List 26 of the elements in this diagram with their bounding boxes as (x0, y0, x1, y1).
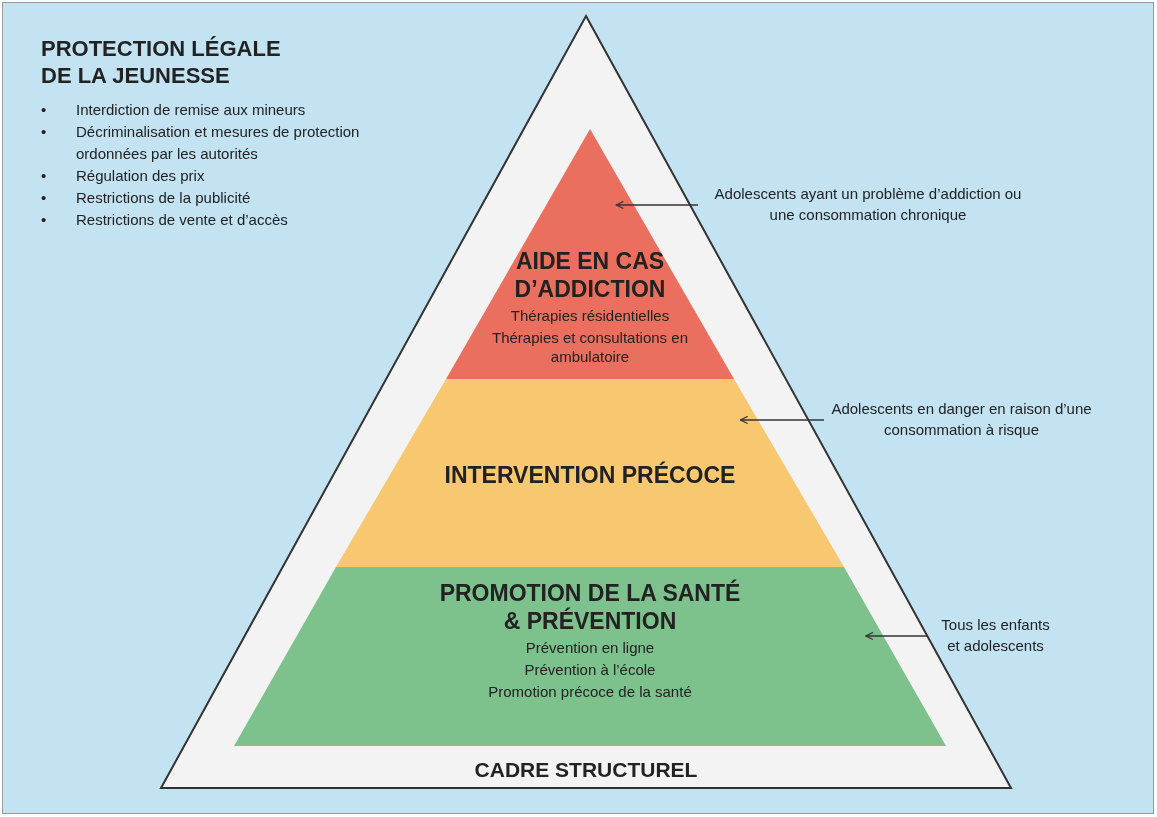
target-group-note: Tous les enfants et adolescents (940, 615, 1051, 656)
tier-item: Thérapies résidentielles (509, 306, 671, 325)
tier-item: Prévention à l’école (523, 660, 657, 679)
target-group-note: Adolescents ayant un problème d’addiction ou une consommation chronique (713, 184, 1023, 225)
tier-heading: PROMOTION DE LA SANTÉ & PRÉVENTION (438, 579, 742, 635)
bullet-mark: • (41, 100, 47, 120)
bullet-item: Restrictions de vente et d’accès (76, 211, 288, 228)
section-heading: PROTECTION LÉGALE DE LA JEUNESSE (41, 35, 281, 89)
base-label: CADRE STRUCTUREL (473, 757, 699, 783)
bullet-item: Régulation des prix (76, 167, 205, 184)
arrow (865, 631, 929, 641)
bullet-item: Décriminalisation et mesures de protection ordonnées par les autorités (76, 123, 360, 162)
bullet-mark: • (41, 188, 47, 208)
tier-item: Promotion précoce de la santé (487, 682, 693, 701)
tier-heading: INTERVENTION PRÉCOCE (443, 461, 737, 489)
tier-heading: AIDE EN CAS D’ADDICTION (513, 247, 667, 303)
bullet-item: Interdiction de remise aux mineurs (76, 101, 306, 118)
tier-item: Thérapies et consultations en ambulatoire (491, 328, 689, 366)
arrow (615, 200, 699, 210)
tier-item: Prévention en ligne (524, 638, 656, 657)
bullet-mark: • (41, 122, 47, 142)
arrow (739, 415, 825, 425)
target-group-note: Adolescents en danger en raison d’une consommation à risque (830, 399, 1093, 440)
bullet-mark: • (41, 166, 47, 186)
bullet-mark: • (41, 210, 47, 230)
bullet-item: Restrictions de la publicité (76, 189, 251, 206)
